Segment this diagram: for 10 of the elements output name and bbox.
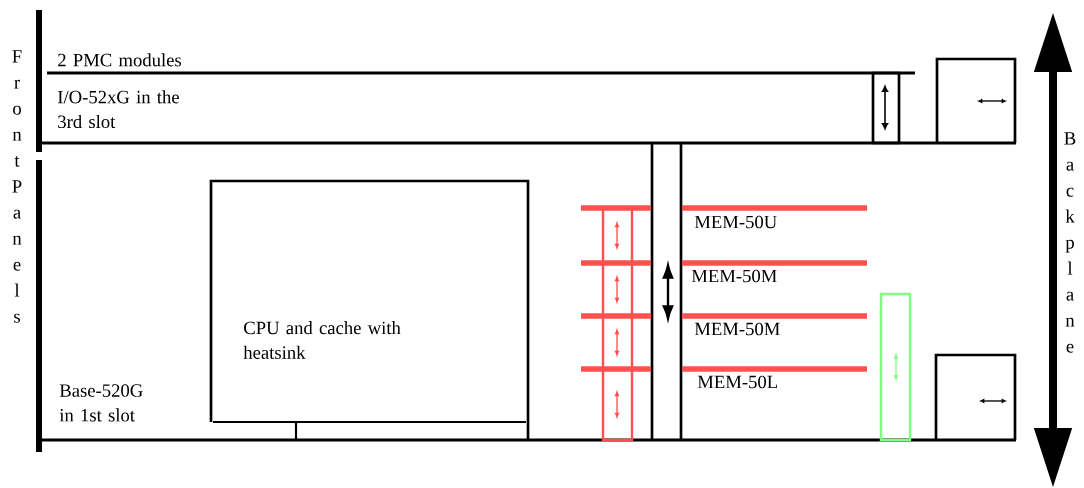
memory-label: MEM-50U xyxy=(694,215,777,229)
backplane-label: Backplane xyxy=(1064,132,1076,353)
memory-label: MEM-50L xyxy=(697,375,778,389)
board-label: Base-520G in 1st slot xyxy=(59,384,143,422)
memory-label: MEM-50M xyxy=(691,269,777,283)
board-label: I/O-52xG in the 3rd slot xyxy=(57,90,179,129)
memory-label: MEM-50M xyxy=(694,322,780,336)
panel-label: Front Panels xyxy=(12,50,22,323)
module-label: 2 PMC modules xyxy=(58,53,182,67)
cpu-box: CPU and cache with heatsink xyxy=(209,179,530,440)
